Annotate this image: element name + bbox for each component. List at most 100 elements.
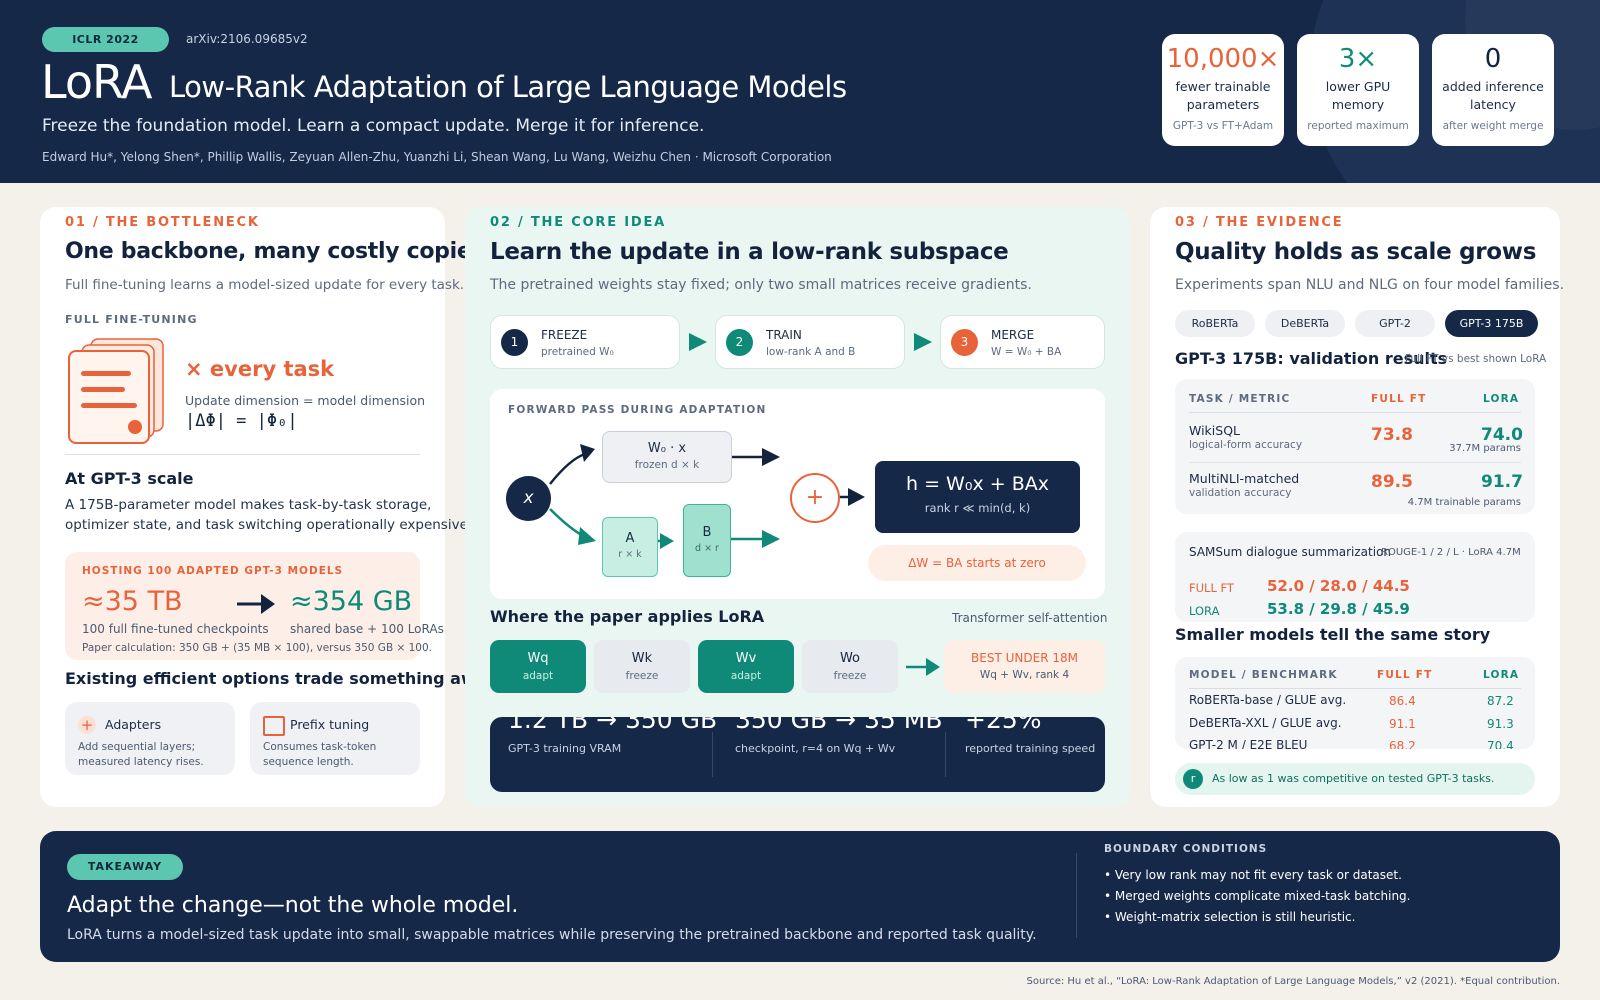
matrix-a-label: A xyxy=(625,531,635,546)
lora-score: 91.3 xyxy=(1487,717,1514,731)
tagline: Freeze the foundation model. Learn a com… xyxy=(42,116,705,136)
option-adapters: + Adapters Add sequential layers; measur… xyxy=(65,702,235,775)
saving-value: 350 GB → 35 MB xyxy=(735,717,943,734)
venue-badge: ICLR 2022 xyxy=(42,27,169,52)
divider xyxy=(1189,412,1521,413)
model-name: GPT-2 M / E2E BLEU xyxy=(1189,738,1308,749)
parameter-formula: |ΔΦ| = |Φ₀| xyxy=(185,411,298,431)
takeaway-subtext: LoRA turns a model-sized task update int… xyxy=(67,927,1037,943)
prefix-icon xyxy=(263,716,285,736)
full-ft-score: 91.1 xyxy=(1389,717,1416,731)
stat-note: GPT-3 vs FT+Adam xyxy=(1172,120,1274,132)
section-lead: The pretrained weights stay fixed; only … xyxy=(490,277,1032,293)
page-title: Low-Rank Adaptation of Large Language Mo… xyxy=(169,70,847,104)
boundary-item: • Weight-matrix selection is still heuri… xyxy=(1104,910,1356,924)
apply-heading: Where the paper applies LoRA xyxy=(490,607,765,626)
tab-deberta[interactable]: DeBERTa xyxy=(1265,310,1345,337)
scale-text: A 175B-parameter model makes task-by-tas… xyxy=(65,497,432,513)
task-name: WikiSQL xyxy=(1189,423,1241,438)
saving-value: 1.2 TB → 350 GB xyxy=(508,717,718,734)
rank-note: As low as 1 was competitive on tested GP… xyxy=(1212,772,1495,785)
divider xyxy=(1189,462,1521,463)
apply-note: Transformer self-attention xyxy=(952,611,1108,625)
scale-text: optimizer state, and task switching oper… xyxy=(65,517,473,533)
lora-score: 74.0 xyxy=(1481,425,1523,445)
boundary-item: • Merged weights complicate mixed-task b… xyxy=(1104,889,1411,903)
stat-label: added inference xyxy=(1442,79,1544,94)
step-sub: W = W₀ + BA xyxy=(991,346,1062,358)
step-sub: low-rank A and B xyxy=(766,346,856,358)
samsum-title: SAMSum dialogue summarization xyxy=(1189,545,1392,559)
frozen-weight-box: W₀ · x frozen d × k xyxy=(602,431,732,483)
column-header: FULL FT xyxy=(1377,669,1433,681)
init-note-pill: ΔW = BA starts at zero xyxy=(868,545,1086,581)
chip-sub: freeze xyxy=(833,670,867,682)
matrix-a-box: A r × k xyxy=(602,517,658,577)
stat-label: fewer trainable xyxy=(1175,79,1271,94)
hosting-callout: HOSTING 100 ADAPTED GPT-3 MODELS ≈35 TB … xyxy=(65,552,444,660)
boundary-label: BOUNDARY CONDITIONS xyxy=(1104,843,1268,855)
card-bottleneck: 01 / THE BOTTLENECK One backbone, many c… xyxy=(40,207,496,807)
lora-score: 91.7 xyxy=(1481,472,1523,492)
tab-gpt3-175b[interactable]: GPT-3 175B xyxy=(1445,310,1538,337)
diagram-label: FORWARD PASS DURING ADAPTATION xyxy=(508,404,767,416)
column-header: FULL FT xyxy=(1371,393,1427,405)
hosting-calc: Paper calculation: 350 GB + (35 MB × 100… xyxy=(82,642,432,654)
step-title: TRAIN xyxy=(766,328,802,342)
chip-wo[interactable]: Wo freeze xyxy=(802,640,898,693)
saving-value: +25% xyxy=(965,717,1042,734)
divider xyxy=(712,732,713,777)
chip-title: Wk xyxy=(631,651,653,666)
stat-value: 10,000× xyxy=(1166,44,1280,74)
input-x-node: x xyxy=(506,476,551,521)
best-config-chip: BEST UNDER 18M Wq + Wv, rank 4 xyxy=(944,640,1105,693)
step-train: 2 TRAIN low-rank A and B xyxy=(715,315,905,369)
tab-roberta[interactable]: RoBERTa xyxy=(1175,310,1255,337)
section-kicker: 03 / THE EVIDENCE xyxy=(1175,215,1344,230)
best-sub: Wq + Wv, rank 4 xyxy=(979,669,1070,681)
step-number: 1 xyxy=(501,329,528,356)
step-title: FREEZE xyxy=(541,328,588,342)
task-metric: validation accuracy xyxy=(1189,487,1292,499)
arxiv-id[interactable]: arXiv:2106.09685v2 xyxy=(186,32,308,46)
option-title: Prefix tuning xyxy=(290,717,370,732)
step-sub: pretrained W₀ xyxy=(541,346,614,358)
stat-label: latency xyxy=(1470,97,1516,112)
stat-value: 0 xyxy=(1484,44,1502,74)
output-rank-note: rank r ≪ min(d, k) xyxy=(924,501,1031,515)
divider xyxy=(945,732,946,777)
stat-label: memory xyxy=(1331,97,1385,112)
column-header: MODEL / BENCHMARK xyxy=(1189,669,1338,681)
samsum-lora-value: 53.8 / 29.8 / 45.9 xyxy=(1267,600,1410,618)
small-models-heading: Smaller models tell the same story xyxy=(1175,625,1491,644)
chip-sub: adapt xyxy=(730,670,762,682)
matrix-b-box: B d × r xyxy=(683,504,731,577)
step-title: MERGE xyxy=(991,328,1035,342)
tab-gpt2[interactable]: GPT-2 xyxy=(1355,310,1435,337)
divider xyxy=(1189,688,1521,689)
savings-bar: 1.2 TB → 350 GB GPT-3 training VRAM 350 … xyxy=(490,717,1105,792)
option-desc: Consumes task-token xyxy=(263,741,377,753)
samsum-ft-label: FULL FT xyxy=(1189,581,1234,595)
scale-heading: At GPT-3 scale xyxy=(65,469,194,488)
samsum-ft-value: 52.0 / 28.0 / 44.5 xyxy=(1267,577,1410,595)
stat-note: after weight merge xyxy=(1442,120,1544,132)
chip-title: Wo xyxy=(839,651,861,666)
step-number: 2 xyxy=(726,329,753,356)
every-task-label: × every task xyxy=(185,357,335,381)
stat-card-latency: 0 added inference latency after weight me… xyxy=(1432,34,1554,146)
section-title: Learn the update in a low-rank subspace xyxy=(490,239,1009,265)
source-citation: Source: Hu et al., “LoRA: Low-Rank Adapt… xyxy=(1026,976,1560,987)
saving-label: GPT-3 training VRAM xyxy=(508,742,622,755)
divider xyxy=(1076,853,1077,938)
best-title: BEST UNDER 18M xyxy=(971,651,1078,665)
arrow-right-icon xyxy=(689,333,707,351)
hosting-value-lora: ≈354 GB xyxy=(290,586,413,617)
hosting-note-full: 100 full fine-tuned checkpoints xyxy=(82,622,269,636)
task-name: MultiNLI-matched xyxy=(1189,471,1300,486)
frozen-weight-dims: frozen d × k xyxy=(634,459,700,471)
